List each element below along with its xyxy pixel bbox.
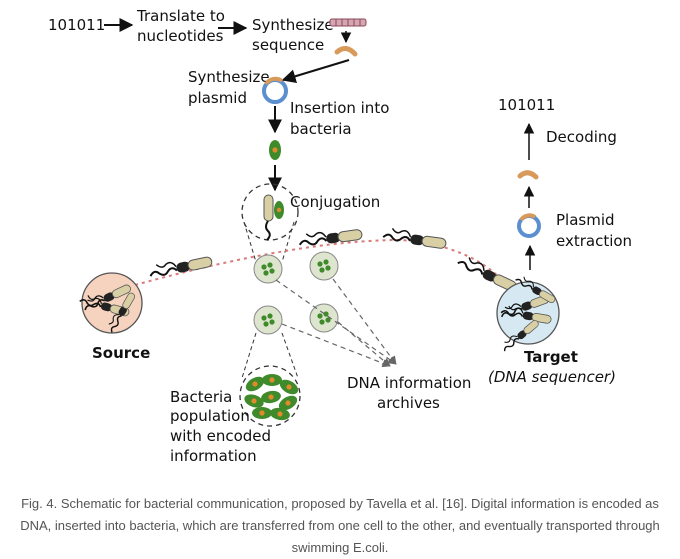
archives-label-1: DNA information xyxy=(347,374,471,392)
translate-label-2: nucleotides xyxy=(137,27,224,45)
figure-caption: Fig. 4. Schematic for bacterial communic… xyxy=(20,496,660,555)
archive-cell xyxy=(253,254,283,284)
synth-plasmid-label-1: Synthesize xyxy=(188,68,270,86)
archive-pointer-lines xyxy=(275,278,397,368)
decoded-fragment-icon xyxy=(517,170,539,180)
conjugation-label: Conjugation xyxy=(290,193,380,211)
target-label: Target xyxy=(524,348,578,366)
swimming-bacteria-icon xyxy=(455,253,521,294)
target-sub-label: (DNA sequencer) xyxy=(488,368,616,386)
bacteria-population-icon xyxy=(242,373,301,422)
seq-input-label: 101011 xyxy=(48,16,105,34)
synth-seq-label-1: Synthesize xyxy=(252,16,334,34)
population-label-1: Bacteria xyxy=(170,388,232,406)
population-zoom-line-right xyxy=(281,332,299,379)
swimming-bacteria-icon xyxy=(147,252,214,281)
insertion-label-2: bacteria xyxy=(290,120,352,138)
decoding-label: Decoding xyxy=(546,128,617,146)
translate-label-1: Translate to xyxy=(136,7,225,25)
engineered-cell-icon xyxy=(269,140,281,160)
swimming-bacteria-icon xyxy=(297,225,364,249)
synth-plasmid-label-2: plasmid xyxy=(188,89,247,107)
swimming-bacteria-icon xyxy=(381,226,448,250)
conjugation-bacteria-icon xyxy=(263,194,284,241)
seq-output-label: 101011 xyxy=(498,96,555,114)
conjugation-zoom-circle xyxy=(241,183,299,241)
dna-strand-icon xyxy=(329,18,367,27)
source-cell xyxy=(81,272,143,334)
transfer-path xyxy=(134,238,506,286)
population-label-3: with encoded xyxy=(170,427,271,445)
archive-cell xyxy=(309,251,339,281)
extracted-plasmid-icon xyxy=(517,213,541,238)
extraction-label-1: Plasmid xyxy=(556,211,615,229)
source-label: Source xyxy=(92,344,150,362)
zoom-line-right xyxy=(281,221,295,263)
archive-cell xyxy=(309,303,339,333)
arrow-to-plasmid xyxy=(281,59,350,84)
extraction-label-2: extraction xyxy=(556,232,632,250)
dna-fragment-icon xyxy=(334,46,358,57)
population-zoom-circle xyxy=(239,365,301,427)
archives-label-2: archives xyxy=(377,394,440,412)
plasmid-icon xyxy=(262,76,288,104)
archive-cell xyxy=(253,305,283,335)
synth-seq-label-2: sequence xyxy=(252,36,324,54)
zoom-line-left xyxy=(243,221,257,263)
population-zoom-line-left xyxy=(241,332,257,379)
population-label-4: information xyxy=(170,447,257,465)
insertion-label-1: Insertion into xyxy=(290,99,389,117)
population-label-2: population xyxy=(170,407,250,425)
